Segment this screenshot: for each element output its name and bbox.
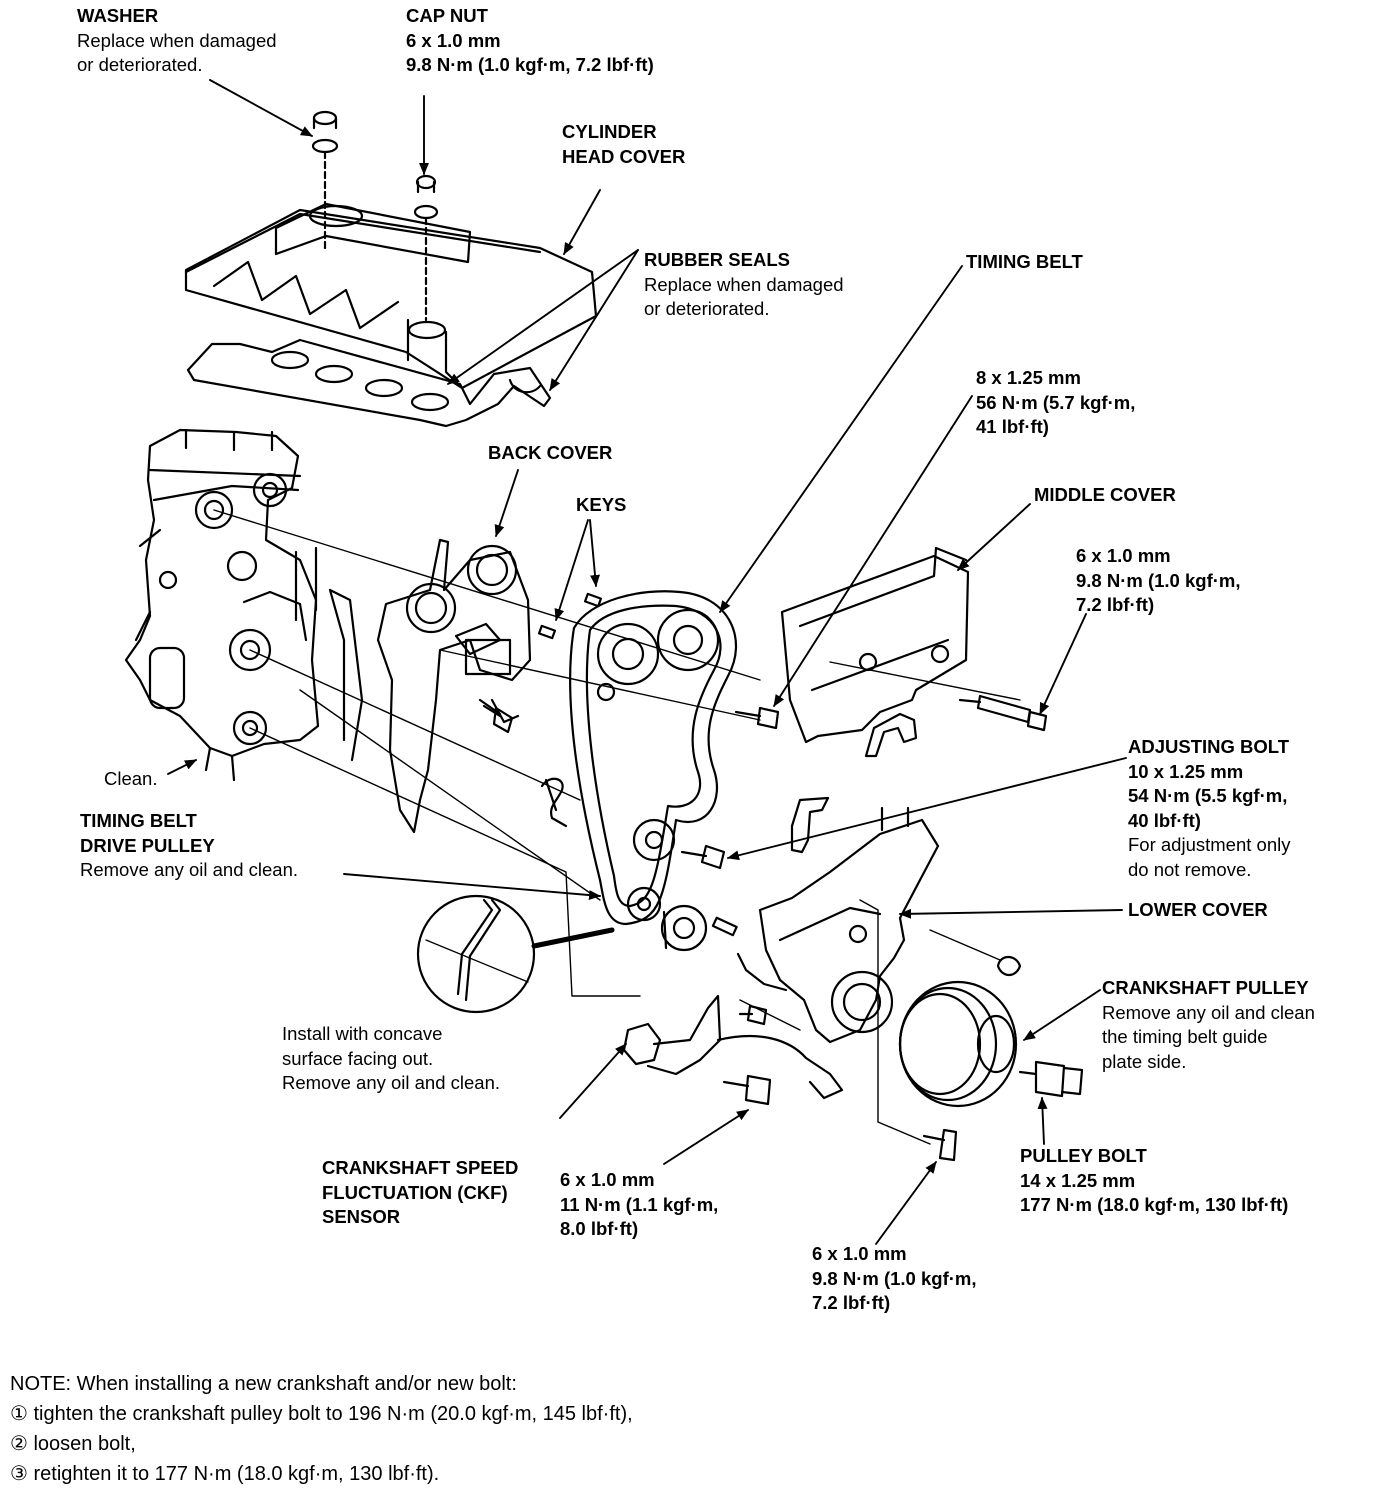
label-line-bold: 41 lbf·ft) [976, 416, 1049, 437]
label-line-bold: HEAD COVER [562, 145, 686, 167]
label-line: Replace when damaged [644, 273, 844, 295]
label-line-bold: TIMING BELT [966, 251, 1083, 272]
timing-belt-drawing [478, 590, 780, 926]
label-ckf-sensor: CRANKSHAFT SPEED FLUCTUATION (CKF) SENSOR [322, 1156, 518, 1230]
label-cylinder-head-cover: CYLINDER HEAD COVER [562, 120, 685, 169]
label-line-bold: 14 x 1.25 mm [1020, 1169, 1136, 1191]
label-bolt-6x10-lower: 6 x 1.0 mm 9.8 N·m (1.0 kgf·m, 7.2 lbf·ft) [812, 1242, 977, 1316]
label-line: Remove any oil and clean. [80, 859, 299, 880]
label-line-bold: 9.8 N·m (1.0 kgf·m, [812, 1267, 977, 1289]
label-bolt-8x125: 8 x 1.25 mm 56 N·m (5.7 kgf·m, 41 lbf·ft) [976, 366, 1135, 440]
label-line-bold: 6 x 1.0 mm [406, 29, 501, 51]
label-middle-cover: MIDDLE COVER [1034, 483, 1176, 508]
installation-note: NOTE: When installing a new crankshaft a… [10, 1369, 633, 1489]
label-line-bold: MIDDLE COVER [1034, 484, 1176, 505]
label-back-cover: BACK COVER [488, 441, 612, 466]
label-cap-nut: CAP NUT 6 x 1.0 mm 9.8 N·m (1.0 kgf·m, 7.2… [406, 4, 654, 78]
note-line: NOTE: When installing a new crankshaft a… [10, 1373, 517, 1395]
label-line: do not remove. [1128, 858, 1252, 880]
label-install-note: Install with concave surface facing out. R… [282, 1022, 500, 1096]
label-line: Clean. [104, 768, 158, 789]
label-line-bold: LOWER COVER [1128, 899, 1268, 920]
label-line-bold: 6 x 1.0 mm [812, 1243, 907, 1264]
label-line-bold: CRANKSHAFT PULLEY [1102, 977, 1309, 998]
label-line: the timing belt guide [1102, 1026, 1268, 1047]
label-keys: KEYS [576, 493, 626, 518]
label-line-bold: SENSOR [322, 1206, 401, 1227]
label-line-bold: 10 x 1.25 mm [1128, 760, 1244, 782]
label-washer: WASHER Replace when damaged or deteriorate… [77, 4, 277, 78]
label-crankshaft-pulley: CRANKSHAFT PULLEY Remove any oil and clea… [1102, 976, 1315, 1074]
label-line-bold: 7.2 lbf·ft) [812, 1292, 891, 1313]
label-line: Remove any oil and clean [1102, 1001, 1315, 1023]
note-line: ③ retighten it to 177 N·m (18.0 kgf·m, 1… [10, 1463, 440, 1485]
label-line-bold: 6 x 1.0 mm [560, 1169, 655, 1190]
label-line-bold: 54 N·m (5.5 kgf·m, [1128, 785, 1288, 806]
crankshaft-pulley-drawing [898, 980, 1084, 1162]
label-line-bold: BACK COVER [488, 442, 613, 463]
label-rubber-seals: RUBBER SEALS Replace when damaged or deter… [644, 248, 844, 322]
lower-cover-drawing [660, 796, 1022, 1044]
label-adjusting-bolt: ADJUSTING BOLT 10 x 1.25 mm 54 N·m (5.5 kg… [1128, 735, 1290, 882]
label-pulley-bolt: PULLEY BOLT 14 x 1.25 mm 177 N·m (18.0 kgf… [1020, 1144, 1288, 1218]
middle-cover-drawing [780, 546, 1048, 758]
label-line-bold: 9.8 N·m (1.0 kgf·m, 7.2 lbf·ft) [406, 54, 654, 75]
label-clean: Clean. [104, 767, 157, 792]
label-line: For adjustment only [1128, 834, 1291, 855]
cylinder-head-cover-drawing [184, 202, 598, 428]
label-line-bold: CRANKSHAFT SPEED [322, 1157, 519, 1178]
label-line: or deteriorated. [77, 54, 203, 75]
label-line-bold: TIMING BELT [80, 810, 197, 831]
label-line-bold: RUBBER SEALS [644, 249, 790, 270]
label-line-bold: WASHER [77, 5, 159, 26]
label-line: surface facing out. [282, 1047, 434, 1069]
label-drive-pulley: TIMING BELT DRIVE PULLEY Remove any oil an… [80, 809, 298, 883]
label-line: Install with concave [282, 1023, 443, 1044]
label-bolt-6x10-ckf: 6 x 1.0 mm 11 N·m (1.1 kgf·m, 8.0 lbf·ft) [560, 1168, 718, 1242]
label-line-bold: PULLEY BOLT [1020, 1145, 1147, 1166]
engine-block-drawing [124, 428, 320, 782]
label-line: plate side. [1102, 1050, 1187, 1072]
label-line-bold: FLUCTUATION (CKF) [322, 1181, 508, 1203]
label-timing-belt: TIMING BELT [966, 250, 1083, 275]
label-line-bold: DRIVE PULLEY [80, 834, 215, 856]
back-cover-drawing [328, 538, 603, 834]
label-line-bold: 7.2 lbf·ft) [1076, 594, 1155, 615]
label-line-bold: ADJUSTING BOLT [1128, 736, 1290, 757]
label-bolt-6x10-middle: 6 x 1.0 mm 9.8 N·m (1.0 kgf·m, 7.2 lbf·ft) [1076, 544, 1241, 618]
label-line-bold: 8.0 lbf·ft) [560, 1218, 639, 1239]
label-line-bold: 40 lbf·ft) [1128, 809, 1201, 831]
label-line: Remove any oil and clean. [282, 1072, 501, 1093]
note-line: ① tighten the crankshaft pulley bolt to … [10, 1403, 633, 1425]
note-line: ② loosen bolt, [10, 1433, 136, 1455]
label-line-bold: 11 N·m (1.1 kgf·m, [560, 1193, 719, 1215]
leader-lines [167, 79, 1127, 1245]
pulley-detail-inset [416, 894, 615, 1014]
label-lower-cover: LOWER COVER [1128, 898, 1268, 923]
label-line: or deteriorated. [644, 298, 770, 319]
label-line-bold: 56 N·m (5.7 kgf·m, [976, 391, 1136, 413]
label-line-bold: 177 N·m (18.0 kgf·m, 130 lbf·ft) [1020, 1194, 1289, 1215]
label-line-bold: KEYS [576, 494, 627, 515]
label-line: Replace when damaged [77, 29, 277, 51]
projection-lines [213, 509, 1021, 1145]
label-line-bold: CYLINDER [562, 121, 657, 142]
label-line-bold: 6 x 1.0 mm [1076, 545, 1171, 566]
washer-capnut-drawing [311, 110, 439, 322]
label-line-bold: CAP NUT [406, 5, 488, 26]
label-line-bold: 8 x 1.25 mm [976, 367, 1081, 388]
label-line-bold: 9.8 N·m (1.0 kgf·m, [1076, 569, 1241, 591]
